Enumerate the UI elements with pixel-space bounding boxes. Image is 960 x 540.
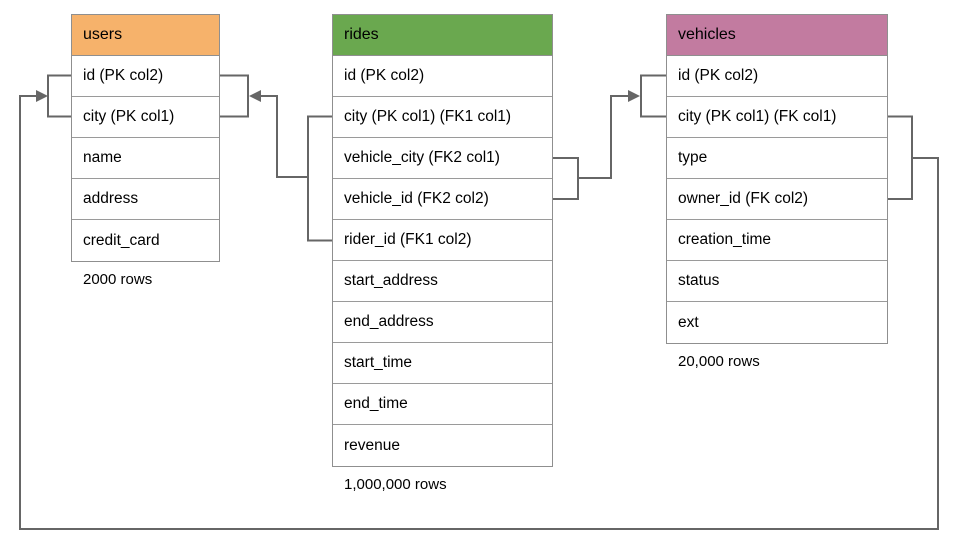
- table-row: revenue: [344, 436, 401, 454]
- fk-line: [640, 74, 666, 118]
- table-row: end_address: [333, 302, 552, 343]
- table-row: id (PK col2): [72, 56, 219, 97]
- fk-line: [47, 74, 71, 118]
- table-row: start_time: [333, 343, 552, 384]
- table-row: creation_time: [667, 220, 887, 261]
- table-row: vehicle_city (FK2 col1): [333, 138, 552, 179]
- fk-line: [578, 95, 629, 179]
- fk-line: [260, 95, 308, 178]
- table-row: owner_id (FK col2): [667, 179, 887, 220]
- table-row: rider_id (FK1 col2): [333, 220, 552, 261]
- row-count-caption-vehicles: 20,000 rows: [678, 353, 760, 370]
- table-row: id (PK col2): [333, 56, 552, 97]
- table-row: city (PK col1): [72, 97, 219, 138]
- table-row: city (PK col1) (FK col1): [667, 97, 887, 138]
- table-row: credit_card: [83, 231, 160, 249]
- table-row: id (PK col2): [667, 56, 887, 97]
- table-row: end_time: [333, 384, 552, 425]
- table-row: vehicle_id (FK2 col2): [333, 179, 552, 220]
- table-row: start_address: [333, 261, 552, 302]
- table-title-users: users: [72, 15, 219, 56]
- fk-connector-rides-to-users: [220, 74, 332, 242]
- table-row: address: [72, 179, 219, 220]
- row-count-caption-users: 2000 rows: [83, 271, 153, 288]
- fk-line: [553, 157, 579, 200]
- table-title-rides: rides: [333, 15, 552, 56]
- table-row: city (PK col1) (FK1 col1): [333, 97, 552, 138]
- row-count-caption-rides: 1,000,000 rows: [344, 476, 447, 493]
- table-title-vehicles: vehicles: [667, 15, 887, 56]
- table-row: status: [667, 261, 887, 302]
- arrowhead-icon: [36, 90, 48, 102]
- fk-connector-rides-to-vehicles: [553, 74, 666, 200]
- arrowhead-icon: [249, 90, 261, 102]
- table-row: ext: [678, 313, 699, 331]
- table-row: name: [72, 138, 219, 179]
- table-row: type: [667, 138, 887, 179]
- fk-line: [220, 74, 249, 118]
- fk-line: [888, 115, 913, 200]
- fk-line: [307, 115, 332, 242]
- arrowhead-icon: [628, 90, 640, 102]
